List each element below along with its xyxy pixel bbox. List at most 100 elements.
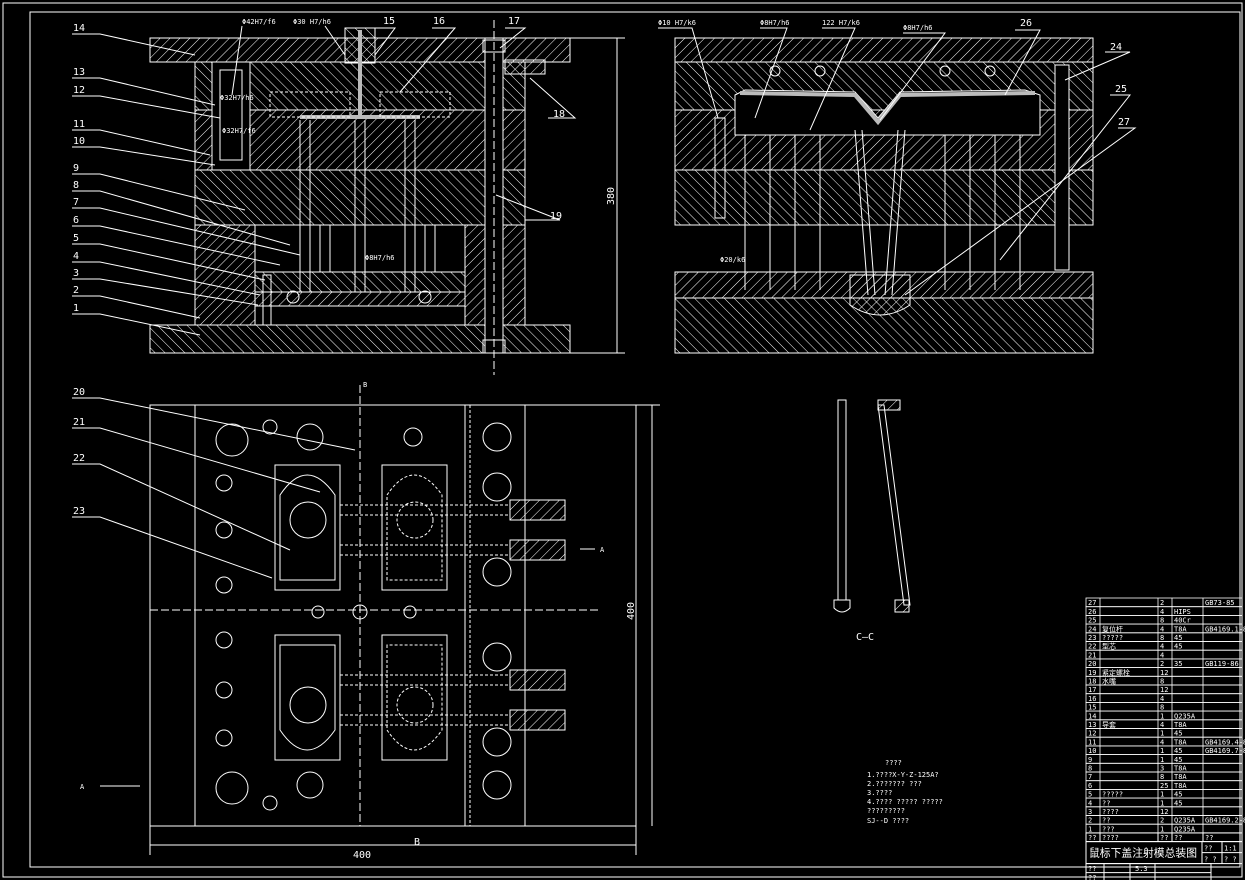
parts-cell-no: 13 (1088, 721, 1096, 729)
callout-21: 21 (73, 417, 85, 428)
callout-27: 27 (1118, 117, 1130, 128)
cavity-right (379, 91, 451, 118)
note-line: 4.???? ????? ????? (867, 798, 943, 806)
parts-cell-no: 19 (1088, 669, 1096, 677)
dimension-380-label: 380 (606, 187, 617, 205)
parts-cell-no: 3 (1088, 808, 1092, 816)
fit-label: Φ8H7/h6 (365, 254, 395, 262)
cavity-insert-bl (274, 634, 341, 761)
spacer-block-left (194, 224, 256, 326)
callout-5: 5 (73, 233, 79, 244)
parts-cell-name: ??? (1102, 825, 1115, 833)
callout-24: 24 (1110, 42, 1122, 53)
parts-cell-qty: 12 (1160, 686, 1168, 694)
parts-cell-qty: 1 (1160, 712, 1164, 720)
parts-cell-material: T8A (1174, 625, 1187, 633)
parts-cell-qty: 4 (1160, 608, 1164, 616)
parts-cell-no: 10 (1088, 747, 1096, 755)
left-section-view: 380 Φ42H7/f6 Φ30 H7/h6 Φ32H7/h6 Φ32H7/f6… (149, 18, 625, 375)
callout-8: 8 (73, 180, 79, 191)
guide-pillar (219, 69, 243, 161)
parts-cell-no: 1 (1088, 825, 1092, 833)
technical-notes: ???? 1.????X-Y-Z-125A? 2.??????? ??? 3.?… (867, 759, 943, 825)
parts-cell-qty: 4 (1160, 643, 1164, 651)
parts-cell-qty: 8 (1160, 678, 1164, 686)
note-line: SJ--D ???? (867, 817, 909, 825)
parts-cell-standard: GB4169.1-84 (1205, 625, 1245, 633)
parts-cell-qty: 4 (1160, 721, 1164, 729)
parts-cell-material: 35 (1174, 660, 1182, 668)
water-nozzle (504, 59, 546, 75)
parts-header-no: ?? (1088, 834, 1096, 842)
parts-cell-name: ????? (1102, 634, 1123, 642)
callout-7: 7 (73, 197, 79, 208)
parts-cell-name: 导套 (1102, 720, 1116, 729)
bottom-clamp-plate (149, 324, 571, 354)
sheet-ref: 5.3 (1135, 865, 1148, 873)
parts-cell-material: 45 (1174, 643, 1182, 651)
guide-pin-right (714, 117, 726, 219)
cavity-insert-br (381, 634, 448, 761)
parts-cell-material: Q235A (1174, 712, 1196, 720)
callout-6: 6 (73, 215, 79, 226)
parts-cell-standard: GB73-85 (1205, 599, 1235, 607)
section-cc: C—C (833, 399, 911, 643)
parts-cell-qty: 4 (1160, 651, 1164, 659)
parts-cell-no: 18 (1088, 678, 1096, 686)
parts-cell-qty: 12 (1160, 808, 1168, 816)
parts-cell-name: 型芯 (1102, 642, 1116, 651)
parts-cell-no: 26 (1088, 608, 1096, 616)
fit-label: Φ8H7/h6 (903, 24, 933, 32)
parts-cell-no: 22 (1088, 643, 1096, 651)
parts-cell-material: 45 (1174, 730, 1182, 738)
scale-label: 1:1 (1224, 845, 1237, 853)
parts-cell-no: 15 (1088, 704, 1096, 712)
parts-cell-material: 45 (1174, 799, 1182, 807)
parts-cell-standard: GB4169.4-84 (1205, 738, 1245, 746)
parts-cell-no: 20 (1088, 660, 1096, 668)
dimension-400-height-label: 400 (626, 602, 637, 620)
parts-cell-name: 水嘴 (1102, 677, 1116, 686)
callout-9: 9 (73, 163, 79, 174)
parts-cell-no: 6 (1088, 782, 1092, 790)
callout-1: 1 (73, 303, 79, 314)
parts-cell-no: 4 (1088, 799, 1092, 807)
parts-cell-no: 2 (1088, 817, 1092, 825)
note-line: 1.????X-Y-Z-125A? (867, 771, 939, 779)
callout-25: 25 (1115, 84, 1127, 95)
parts-cell-qty: 2 (1160, 660, 1164, 668)
parts-cell-qty: 1 (1160, 825, 1164, 833)
top-clamp-plate-right (674, 37, 1094, 63)
parts-cell-material: 45 (1174, 747, 1182, 755)
parts-cell-qty: 1 (1160, 756, 1164, 764)
parts-cell-no: 16 (1088, 695, 1096, 703)
parts-header-material: ?? (1174, 834, 1182, 842)
support-pin (262, 274, 272, 326)
parts-header-name: ???? (1102, 834, 1119, 842)
parts-cell-qty: 2 (1160, 599, 1164, 607)
parts-cell-no: 17 (1088, 686, 1096, 694)
parts-cell-qty: 4 (1160, 695, 1164, 703)
fit-label: 122 H7/k6 (822, 19, 860, 27)
parts-cell-qty: 3 (1160, 765, 1164, 773)
fit-label: Φ8H7/h6 (760, 19, 790, 27)
parts-cell-material: T8A (1174, 721, 1187, 729)
parts-cell-no: 7 (1088, 773, 1092, 781)
parts-cell-name: 复位杆 (1102, 624, 1123, 633)
parts-cell-standard: GB4169.2-84 (1205, 817, 1245, 825)
parts-cell-standard: GB119-86 (1205, 660, 1239, 668)
parts-cell-material: 45 (1174, 756, 1182, 764)
parts-cell-qty: 2 (1160, 817, 1164, 825)
parts-cell-no: 5 (1088, 791, 1092, 799)
parts-cell-material: T8A (1174, 765, 1187, 773)
parts-cell-material: HIPS (1174, 608, 1191, 616)
parts-cell-material: T8A (1174, 738, 1187, 746)
section-mark-b-top: B (363, 381, 367, 389)
note-line: 3.???? (867, 789, 892, 797)
parts-cell-name: 紧定螺栓 (1102, 668, 1130, 677)
parts-cell-no: 12 (1088, 730, 1096, 738)
callout-20: 20 (73, 387, 85, 398)
parts-cell-material: T8A (1174, 782, 1187, 790)
